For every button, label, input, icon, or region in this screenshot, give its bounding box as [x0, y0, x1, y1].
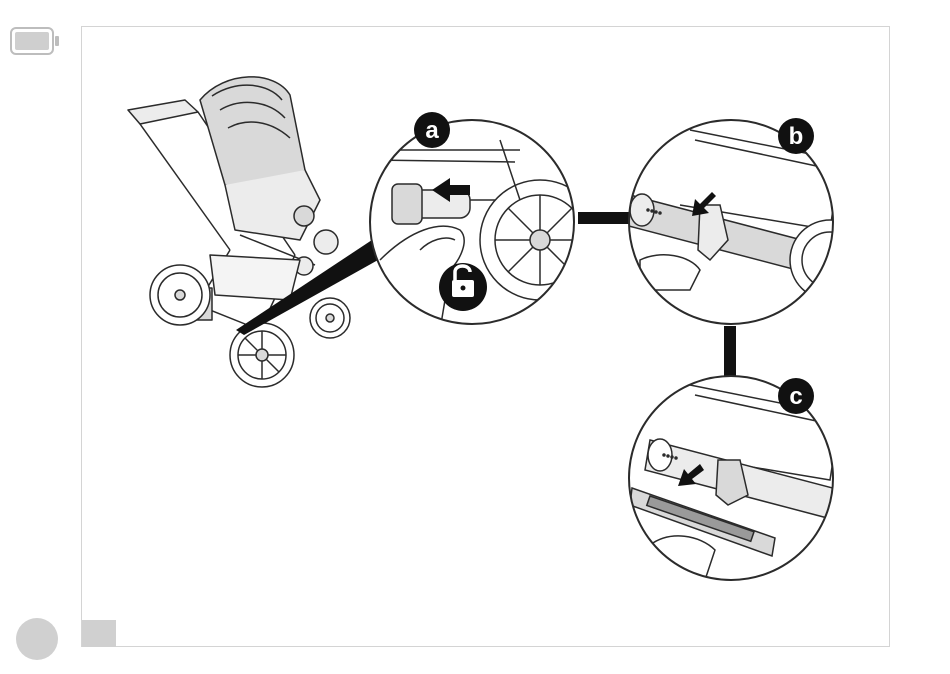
stroller-illustration	[128, 77, 350, 387]
connector-a-b	[578, 212, 630, 224]
detail-b: b	[625, 118, 870, 324]
connector-b-c	[724, 326, 736, 378]
detail-c: c	[629, 376, 840, 580]
step-badge-b: b	[778, 118, 814, 154]
page-indicator-dot	[16, 618, 58, 660]
unlock-icon	[439, 263, 487, 311]
page-number-tab	[82, 620, 116, 647]
detail-a: a	[370, 112, 600, 330]
step-label-a: a	[425, 117, 439, 144]
step-badge-c: c	[778, 378, 814, 414]
step-label-b: b	[789, 123, 804, 150]
step-label-c: c	[789, 383, 802, 410]
step-badge-a: a	[414, 112, 450, 148]
